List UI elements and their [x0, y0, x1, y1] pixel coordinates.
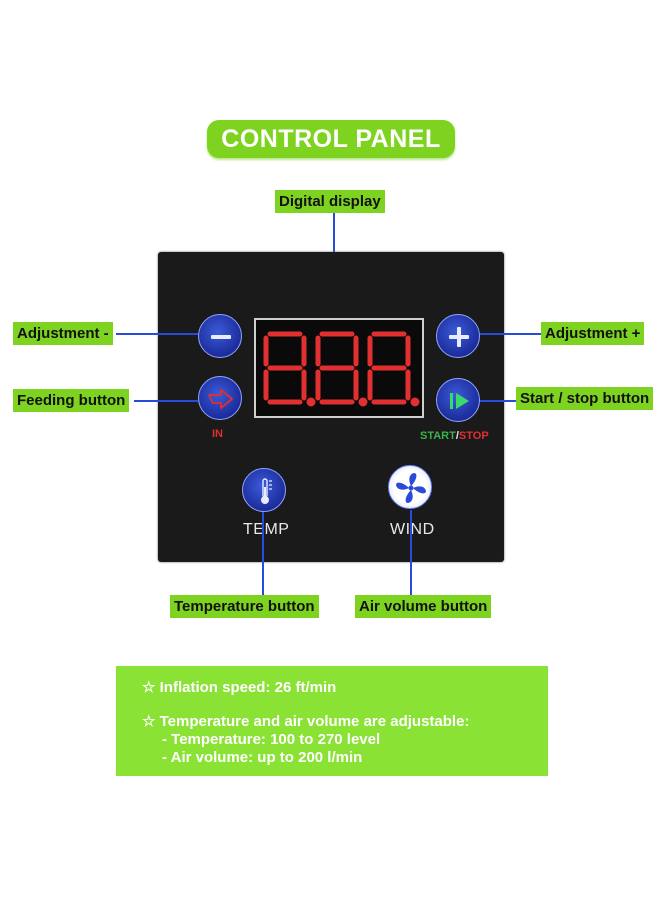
start-label: START — [420, 430, 456, 442]
leader-line-feeding — [134, 400, 198, 402]
spec-temperature-range: - Temperature: 100 to 270 level — [162, 731, 381, 748]
leader-line-air-volume — [410, 510, 412, 596]
thermometer-icon — [261, 478, 272, 504]
leader-line-start-stop — [478, 400, 518, 402]
feed-icon — [208, 389, 233, 409]
leader-line-plus — [478, 333, 542, 335]
fan-icon — [396, 473, 426, 503]
label-adjustment-minus: Adjustment - — [13, 322, 113, 345]
start-stop-button[interactable] — [436, 378, 480, 422]
play-icon — [450, 393, 469, 409]
label-start-stop-button: Start / stop button — [516, 387, 654, 410]
adjustment-minus-button[interactable] — [198, 314, 242, 358]
temp-label: TEMP — [243, 521, 290, 538]
minus-icon — [211, 335, 231, 339]
in-label: IN — [212, 428, 223, 440]
spec-adjustable-heading: ☆ Temperature and air volume are adjusta… — [142, 713, 470, 730]
label-adjustment-plus: Adjustment + — [541, 322, 645, 345]
start-stop-caption: START/STOP — [420, 430, 489, 442]
stop-label: STOP — [458, 430, 489, 442]
specs-box — [116, 666, 548, 776]
temperature-button[interactable] — [242, 468, 286, 512]
page-title: CONTROL PANEL — [221, 125, 441, 153]
feeding-button[interactable] — [198, 376, 242, 420]
plus-icon — [449, 327, 469, 347]
spec-air-volume: - Air volume: up to 200 l/min — [162, 749, 363, 766]
leader-line-temperature — [262, 512, 264, 596]
label-feeding-button: Feeding button — [13, 389, 130, 412]
wind-button[interactable] — [388, 465, 432, 509]
adjustment-plus-button[interactable] — [436, 314, 480, 358]
seven-segment-readout — [263, 331, 420, 407]
title-banner — [207, 120, 455, 158]
digital-display — [254, 318, 424, 418]
wind-label: WIND — [390, 521, 435, 538]
spec-inflation-speed: ☆ Inflation speed: 26 ft/min — [142, 679, 337, 696]
label-temperature-button: Temperature button — [170, 595, 319, 618]
label-digital-display: Digital display — [275, 190, 385, 213]
label-air-volume-button: Air volume button — [355, 595, 492, 618]
leader-line-minus — [116, 333, 198, 335]
slash-label: / — [455, 430, 459, 442]
